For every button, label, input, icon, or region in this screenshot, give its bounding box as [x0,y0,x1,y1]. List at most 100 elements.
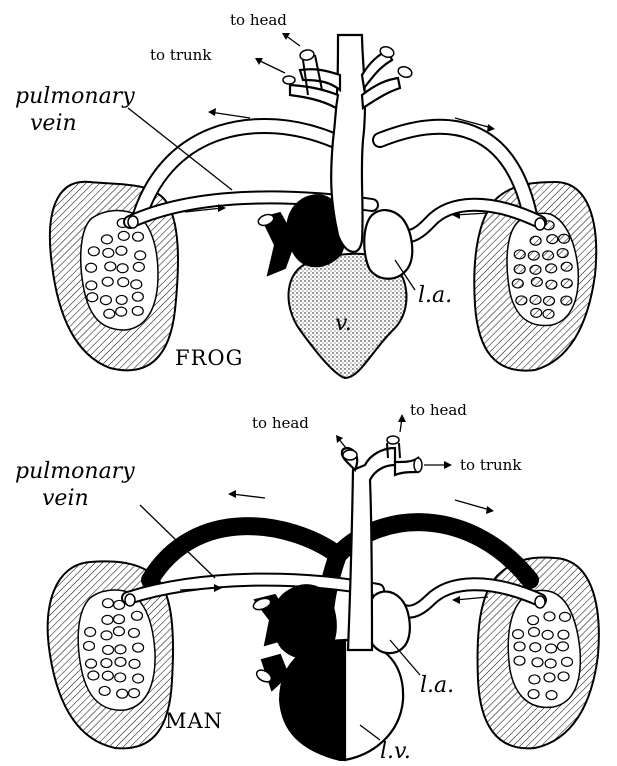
alveolus [530,295,541,304]
alveolus [117,264,128,273]
frog-title: FROG [175,346,243,370]
alveolus [557,642,568,651]
man-left-atrium [367,592,410,654]
frog-label-to-head: to head [230,11,287,29]
man-label-to-head-right: to head [410,401,467,419]
alveolus [531,308,542,317]
alveolus [133,262,144,271]
alveolus [530,236,541,245]
alveolus [101,659,112,668]
man-label-to-head-left: to head [252,414,309,432]
alveolus [547,235,558,244]
alveolus [512,279,523,288]
alveolus [562,657,573,666]
alveolus [561,296,572,305]
alveolus [88,247,99,256]
alveolus [85,627,96,636]
alveolus [101,235,112,244]
alveolus [100,296,111,305]
alveolus [530,265,541,274]
alveolus [544,673,555,682]
alveolus [118,231,129,240]
frog-truncus [331,35,365,252]
frog-pulmonary-vein-leader [128,108,232,190]
alveolus [516,296,527,305]
alveolus [558,234,569,243]
alveolus [543,251,554,260]
alveolus [132,306,143,315]
alveolus [559,612,570,621]
alveolus [102,615,113,624]
man-left-pulmonary-artery [150,526,338,580]
man-label-vein: vein [42,486,89,511]
alveolus [118,278,129,287]
alveolus [528,251,539,260]
alveolus [528,616,539,625]
man-label-lv: l.v. [380,739,411,764]
frog-label-vein: vein [30,111,77,136]
alveolus [117,689,128,698]
man-label-pulmonary: pulmonary [15,459,135,484]
alveolus [101,631,112,640]
alveolus [102,671,113,680]
alveolus [131,611,142,620]
alveolus [104,309,115,318]
alveolus [558,672,569,681]
man-diagram: to head to head to trunk pulmonary vein … [15,401,599,764]
alveolus [532,658,543,667]
alveolus [546,644,557,653]
alveolus [102,277,113,286]
alveolus [86,659,97,668]
alveolus [529,628,540,637]
alveolus [529,675,540,684]
frog-label-to-trunk: to trunk [150,46,212,64]
alveolus [115,645,126,654]
alveolus [531,277,542,286]
alveolus [103,645,114,654]
alveolus [514,265,525,274]
frog-left-atrium [364,210,412,279]
alveolus [132,292,143,301]
alveolus [132,232,143,241]
alveolus [87,293,98,302]
alveolus [545,659,556,668]
alveolus [129,689,140,698]
alveolus [105,262,116,271]
man-title: MAN [165,709,223,733]
alveolus [102,599,113,608]
alveolus [88,671,99,680]
alveolus [128,628,139,637]
alveolus [546,264,557,273]
alveolus [114,615,125,624]
alveolus [530,643,541,652]
alveolus [561,279,572,288]
man-label-to-trunk: to trunk [460,456,522,474]
alveolus [133,674,144,683]
alveolus [514,642,525,651]
alveolus [131,280,142,289]
alveolus [542,630,553,639]
alveolus [514,656,525,665]
alveolus [84,641,95,650]
alveolus [86,263,97,272]
alveolus [116,307,127,316]
alveolus [557,249,568,258]
alveolus [115,657,126,666]
man-label-la: l.a. [420,673,454,698]
alveolus [528,690,539,699]
alveolus [103,248,114,257]
alveolus [116,246,127,255]
alveolus [86,281,97,290]
alveolus [544,296,555,305]
alveolus [561,262,572,271]
alveolus [514,250,525,259]
frog-label-la: l.a. [418,283,452,308]
alveolus [133,643,144,652]
frog-diagram: to head to trunk pulmonary vein l.a. v. … [15,11,596,378]
alveolus [99,686,110,695]
frog-label-pulmonary: pulmonary [15,84,135,109]
alveolus [135,251,146,260]
alveolus [113,627,124,636]
alveolus [116,295,127,304]
